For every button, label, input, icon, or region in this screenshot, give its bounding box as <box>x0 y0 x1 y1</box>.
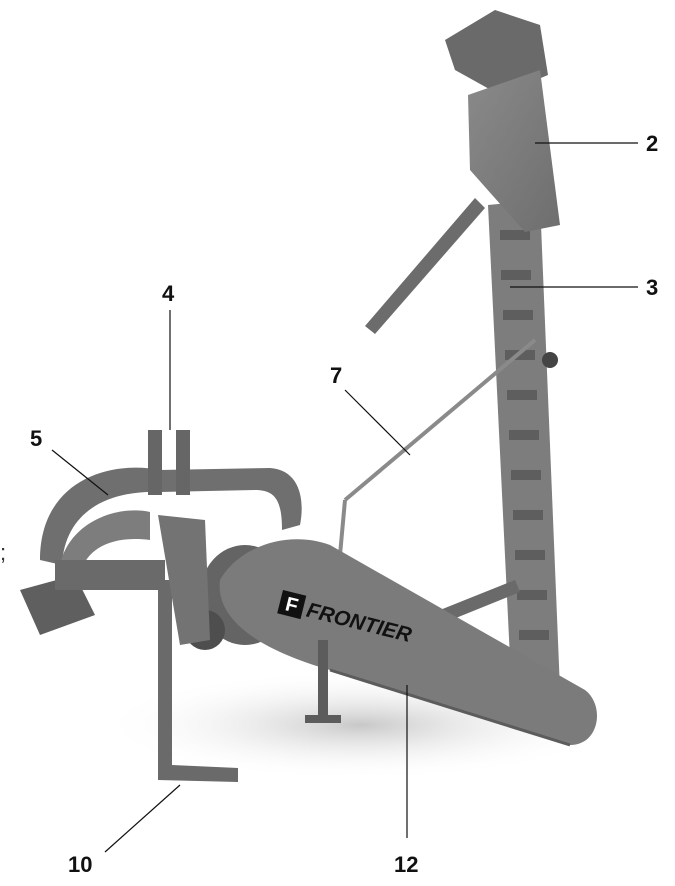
cutter-bar <box>488 200 560 700</box>
logo-badge <box>277 590 307 620</box>
callout-4: 4 <box>162 281 175 306</box>
callout-2: 2 <box>646 131 659 156</box>
callout-5: 5 <box>30 426 43 451</box>
pivot-knob <box>542 352 558 368</box>
cutter-head-top <box>445 10 548 95</box>
grass-board <box>468 70 560 232</box>
callout-3: 3 <box>646 275 659 300</box>
frame-arch <box>40 467 302 565</box>
frame-arch-inner <box>60 510 150 575</box>
parking-stand <box>158 580 238 782</box>
stand-support <box>158 515 210 645</box>
stand-foot <box>305 715 341 723</box>
belt-guard <box>219 539 597 745</box>
top-link-mast-left <box>148 430 162 495</box>
tension-rod <box>343 338 537 502</box>
callout-7: 7 <box>330 363 343 388</box>
logo-letter: F <box>283 593 300 617</box>
belt-guard-edge <box>329 668 571 747</box>
callout-10: 10 <box>68 852 93 877</box>
base-brace <box>440 580 520 622</box>
hitch-arm <box>55 560 165 590</box>
lift-rod <box>365 198 485 334</box>
tension-rod-link <box>338 499 347 556</box>
callout-12: 12 <box>394 852 419 877</box>
stand-leg <box>318 640 328 720</box>
leader-line-7 <box>344 389 411 456</box>
leader-line-5 <box>51 449 109 496</box>
top-link-mast-right <box>176 430 190 495</box>
leader-line-10 <box>104 784 181 853</box>
edge-fragment: ; <box>0 540 7 565</box>
